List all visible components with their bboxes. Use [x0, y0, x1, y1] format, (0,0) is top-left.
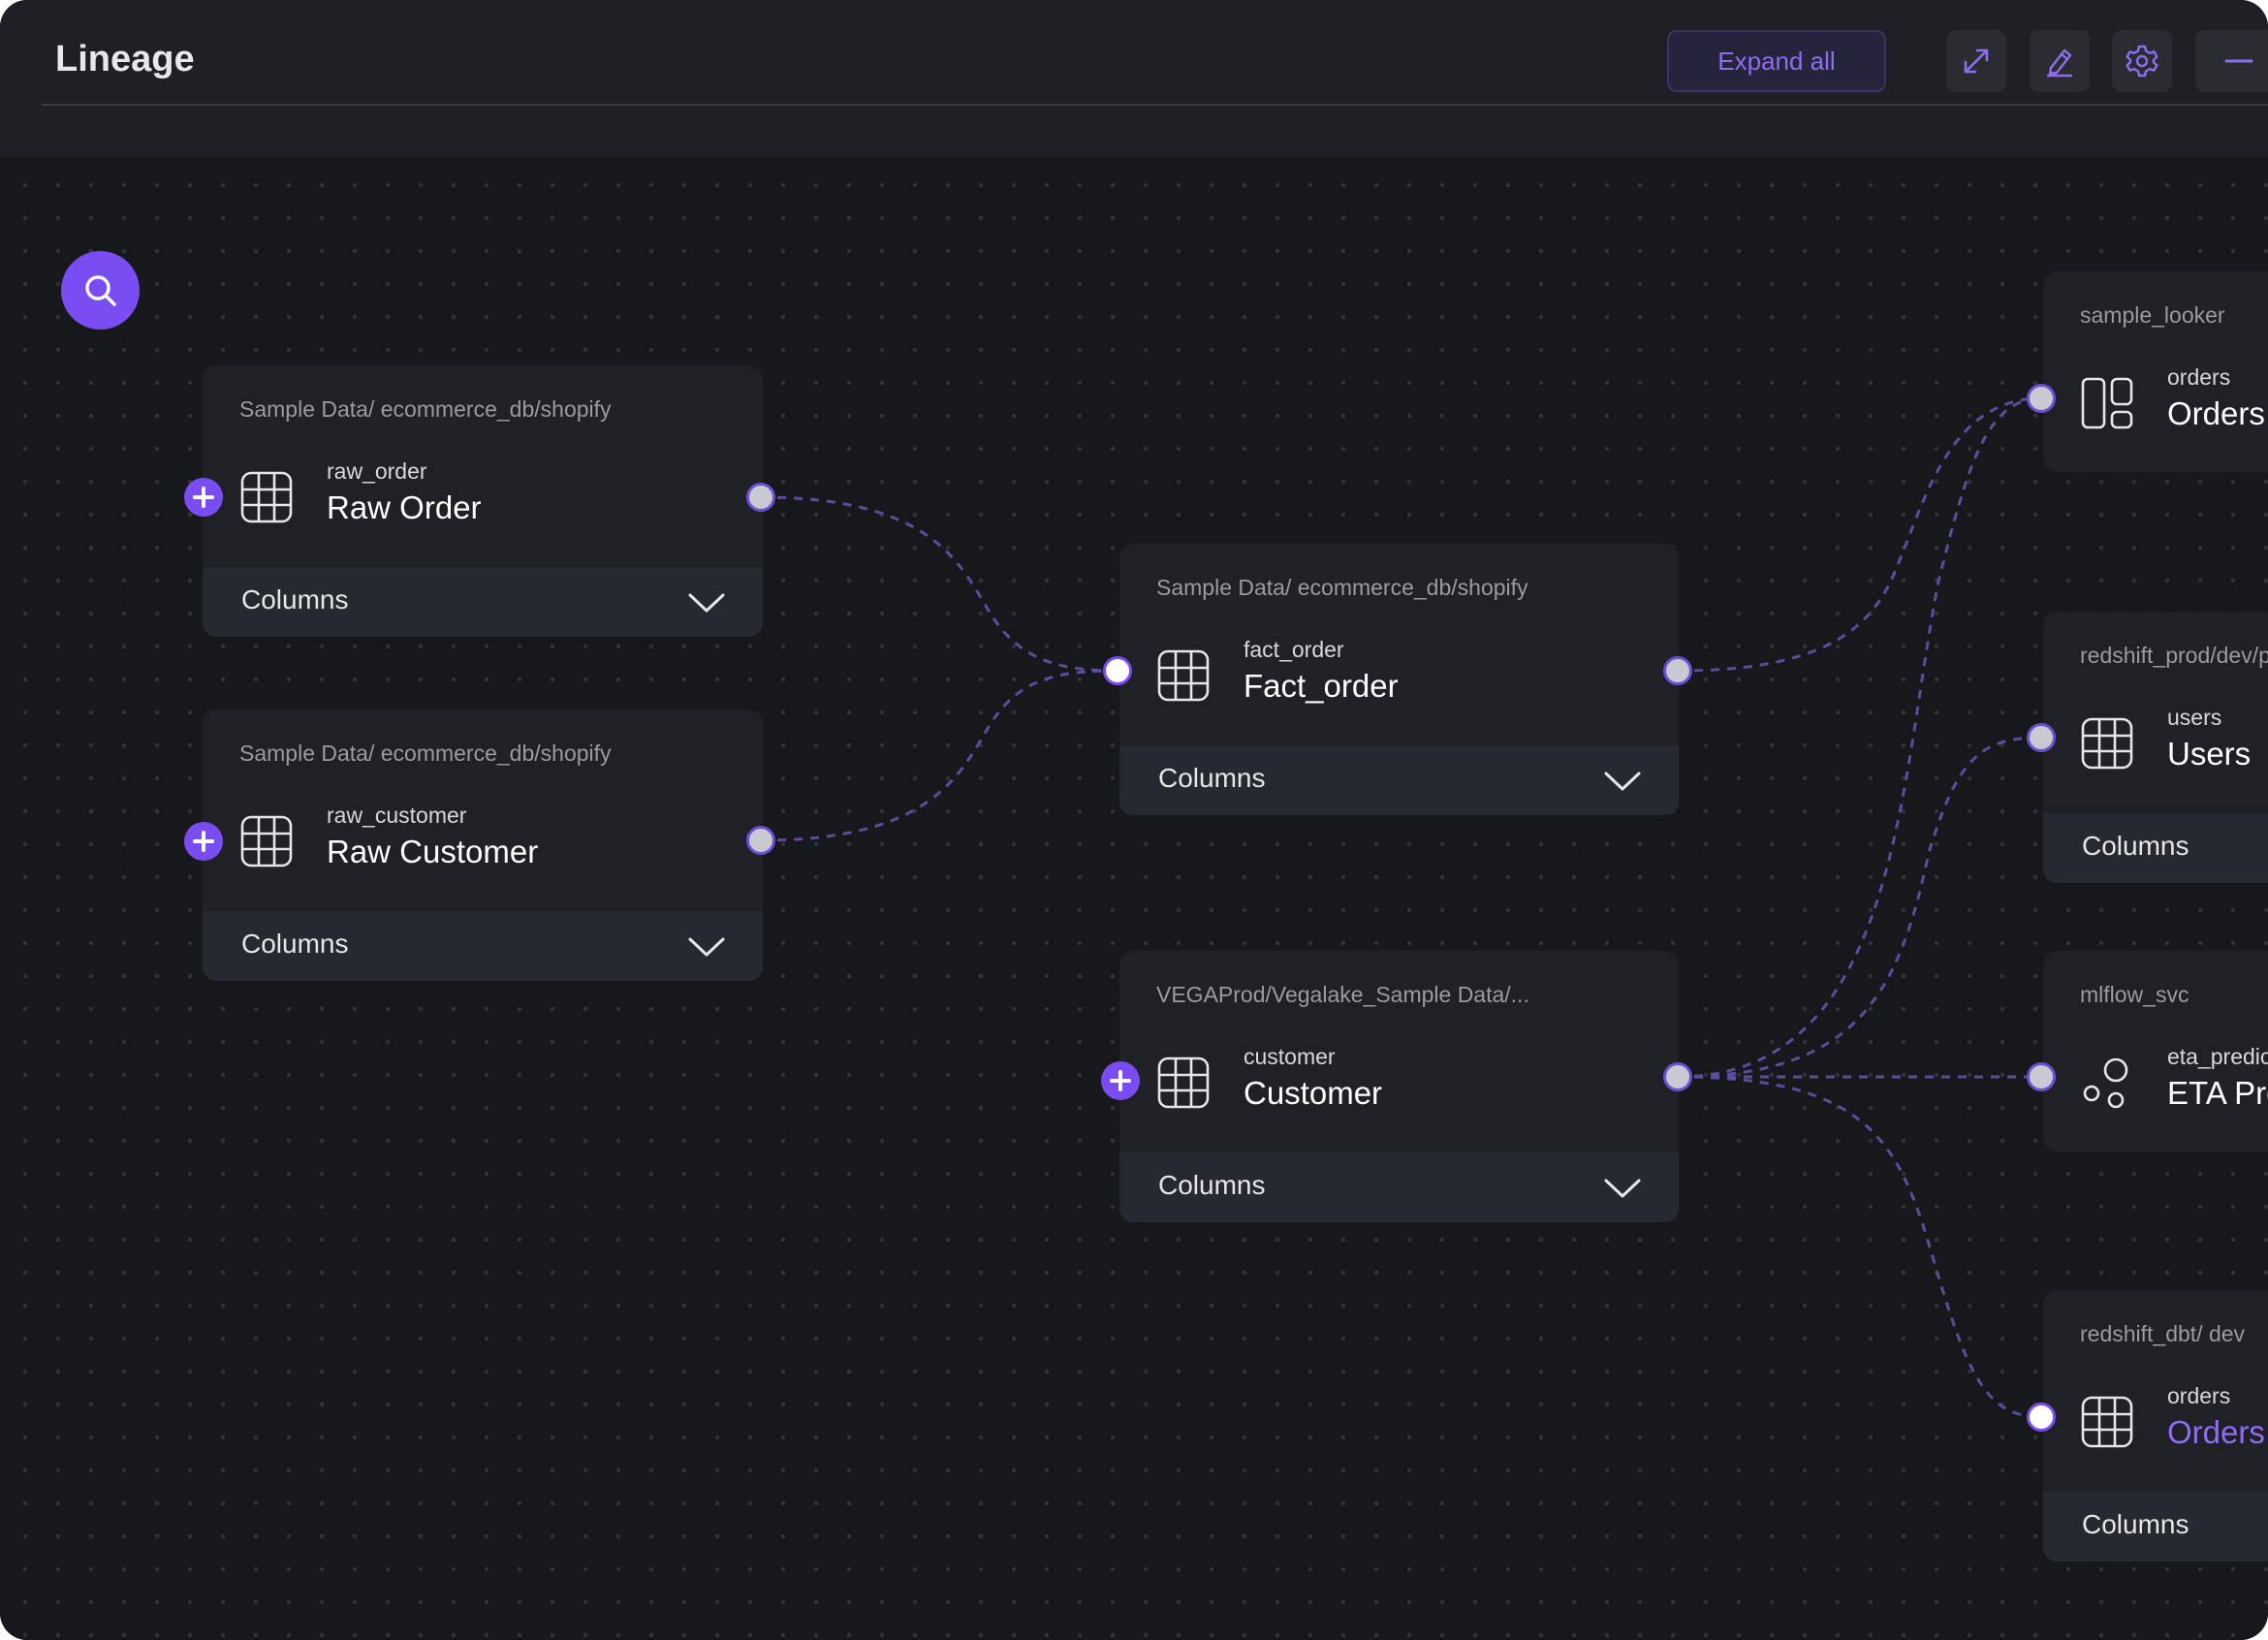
output-port[interactable] [1663, 1062, 1692, 1091]
settings-button[interactable] [2112, 30, 2172, 92]
search-button[interactable] [61, 251, 140, 330]
input-port[interactable] [2027, 723, 2056, 752]
add-upstream-button[interactable] [1101, 1061, 1140, 1100]
node-id: fact_order [1244, 637, 1344, 662]
input-port[interactable] [2027, 1062, 2056, 1091]
edit-icon [2046, 48, 2073, 78]
columns-label: Columns [2082, 1509, 2189, 1539]
node-id: eta_predic [2167, 1044, 2268, 1069]
fullscreen-icon [1964, 48, 1989, 74]
node-name[interactable]: Users [2167, 736, 2252, 772]
table-icon [2081, 1396, 2133, 1448]
node-fact-order[interactable]: Sample Data/ ecommerce_db/shopify fact_o… [1119, 544, 1679, 815]
table-icon [2081, 717, 2133, 770]
expand-all-button[interactable]: Expand all [1667, 30, 1886, 92]
columns-toggle[interactable]: Columns [203, 911, 763, 981]
node-raw-order[interactable]: Sample Data/ ecommerce_db/shopify raw_or… [203, 365, 763, 637]
table-icon [240, 471, 293, 523]
page-title: Lineage [55, 39, 195, 79]
node-path: mlflow_svc [2080, 982, 2189, 1007]
node-path: sample_looker [2080, 302, 2225, 328]
node-dbt-orders[interactable]: redshift_dbt/ dev orders Orders Columns [2043, 1290, 2268, 1561]
node-name[interactable]: Orders [2167, 395, 2265, 431]
node-name[interactable]: ETA Pre [2167, 1075, 2268, 1111]
columns-label: Columns [241, 929, 349, 959]
node-eta[interactable]: mlflow_svc eta_predic ETA Pre [2043, 951, 2268, 1151]
input-port[interactable] [1103, 656, 1132, 685]
minimize-button[interactable] [2195, 30, 2268, 92]
chevron-down-icon [688, 593, 725, 613]
node-customer[interactable]: VEGAProd/Vegalake_Sample Data/... custom… [1119, 951, 1679, 1222]
add-upstream-button[interactable] [184, 822, 223, 861]
node-id: raw_order [327, 458, 427, 484]
settings-icon [2126, 45, 2158, 78]
input-port[interactable] [2027, 384, 2056, 413]
ml-model-icon [2083, 1057, 2128, 1109]
node-id: orders [2167, 364, 2231, 390]
node-id: raw_customer [327, 803, 467, 828]
node-path: Sample Data/ ecommerce_db/shopify [239, 396, 612, 422]
columns-toggle[interactable]: Columns [203, 567, 763, 637]
node-users[interactable]: redshift_prod/dev/p users Users Columns [2043, 612, 2268, 883]
add-upstream-button[interactable] [184, 478, 223, 517]
node-name[interactable]: Fact_order [1244, 668, 1399, 704]
dashboard-icon [2081, 377, 2133, 429]
minimize-icon [2224, 59, 2253, 63]
chevron-down-icon [1604, 772, 1641, 791]
table-icon [1157, 1057, 1210, 1109]
columns-label: Columns [241, 584, 349, 615]
search-icon [84, 274, 116, 306]
columns-label: Columns [1158, 1170, 1266, 1200]
node-path: redshift_prod/dev/p [2080, 643, 2268, 668]
node-name[interactable]: Customer [1244, 1075, 1383, 1111]
node-id: customer [1244, 1044, 1336, 1069]
columns-toggle[interactable]: Columns [2043, 813, 2268, 883]
node-path: VEGAProd/Vegalake_Sample Data/... [1156, 982, 1529, 1007]
columns-toggle[interactable]: Columns [1119, 1152, 1679, 1222]
node-path: redshift_dbt/ dev [2080, 1321, 2246, 1346]
node-name[interactable]: Orders [2167, 1414, 2265, 1450]
edit-button[interactable] [2030, 30, 2090, 92]
columns-label: Columns [1158, 763, 1266, 793]
columns-label: Columns [2082, 831, 2189, 861]
chevron-down-icon [688, 937, 725, 957]
columns-toggle[interactable]: Columns [2043, 1492, 2268, 1561]
node-raw-customer[interactable]: Sample Data/ ecommerce_db/shopify raw_cu… [203, 710, 763, 981]
node-id: orders [2167, 1383, 2231, 1408]
node-name[interactable]: Raw Customer [327, 834, 539, 869]
input-port[interactable] [2027, 1403, 2056, 1432]
table-icon [240, 815, 293, 867]
output-port[interactable] [1663, 656, 1692, 685]
output-port[interactable] [746, 826, 775, 855]
table-icon [1157, 649, 1210, 702]
chevron-down-icon [1604, 1179, 1641, 1198]
node-looker-orders[interactable]: sample_looker orders Orders [2043, 271, 2268, 472]
fullscreen-button[interactable] [1946, 30, 2006, 92]
node-id: users [2167, 705, 2222, 730]
header-bar: Lineage Expand all [0, 0, 2268, 157]
output-port[interactable] [746, 483, 775, 512]
header-divider [42, 104, 2268, 106]
columns-toggle[interactable]: Columns [1119, 745, 1679, 815]
node-path: Sample Data/ ecommerce_db/shopify [1156, 575, 1528, 600]
node-path: Sample Data/ ecommerce_db/shopify [239, 741, 612, 766]
node-name[interactable]: Raw Order [327, 489, 482, 525]
